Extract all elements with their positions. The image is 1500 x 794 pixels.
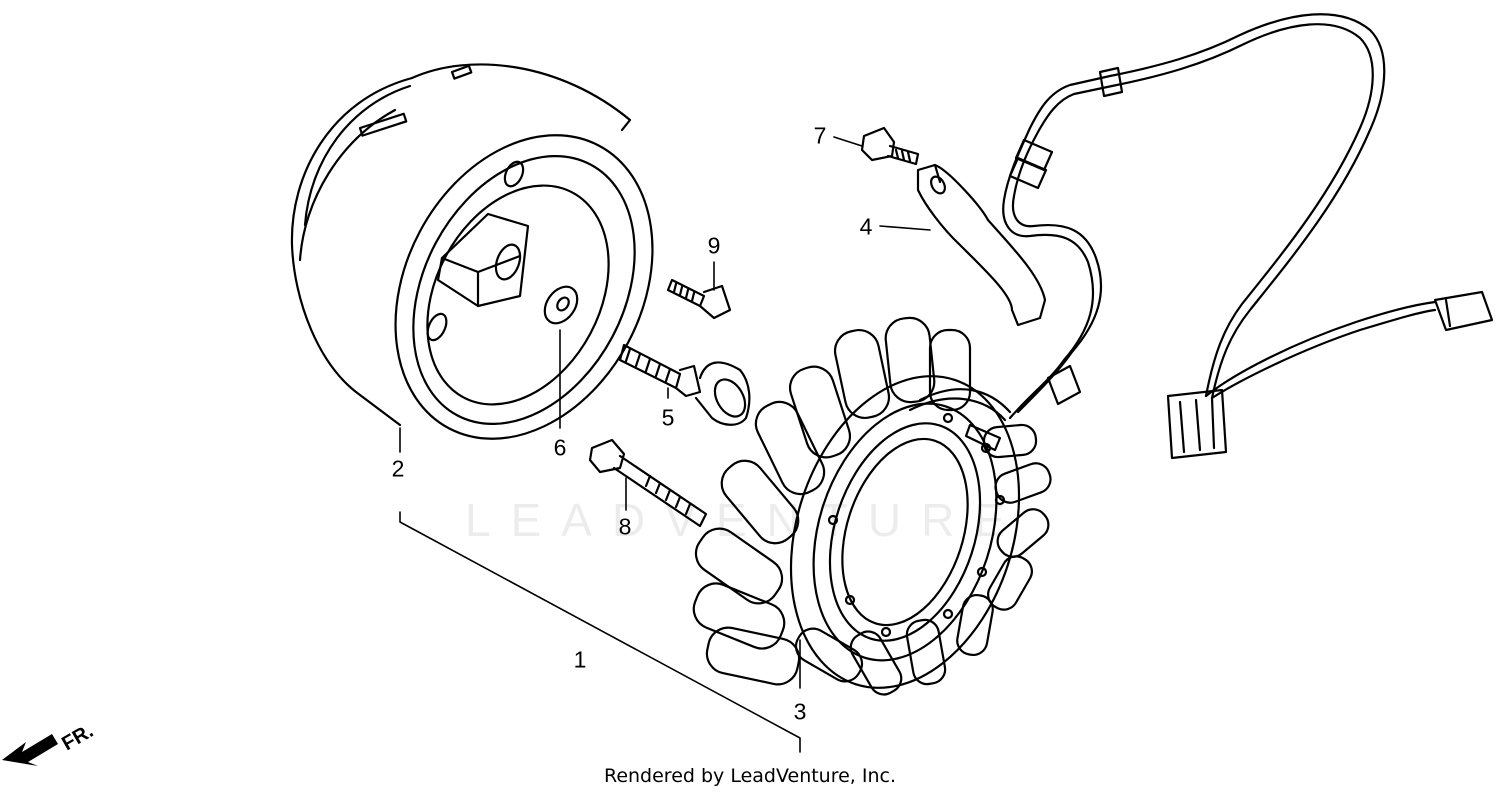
watermark-text: LEADVENTURE <box>465 494 1025 546</box>
callout-4: 4 <box>859 213 873 240</box>
callout-7: 7 <box>813 122 827 149</box>
bolt-7-drawing <box>860 126 920 166</box>
bracket-drawing <box>916 163 1047 327</box>
bolt-8-drawing <box>588 438 708 528</box>
callout-2: 2 <box>391 455 405 482</box>
bolt-5-drawing <box>618 343 751 426</box>
callout-3: 3 <box>793 698 807 725</box>
leader-lines <box>399 136 931 753</box>
callout-6: 6 <box>553 434 567 461</box>
callout-8: 8 <box>618 513 632 540</box>
render-credit: Rendered by LeadVenture, Inc. <box>603 765 897 787</box>
screw-9-drawing <box>666 278 732 320</box>
callout-5: 5 <box>661 404 675 431</box>
stator-drawing <box>692 316 1052 696</box>
wiring-harness-drawing <box>1002 13 1494 460</box>
front-direction-arrow-icon <box>2 734 58 766</box>
callout-1: 1 <box>573 646 587 673</box>
flywheel-drawing <box>290 63 654 440</box>
callout-9: 9 <box>707 232 721 259</box>
